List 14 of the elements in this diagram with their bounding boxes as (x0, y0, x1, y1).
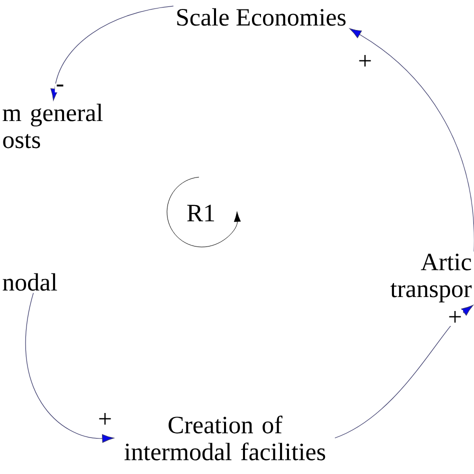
polarity-sign: + (447, 310, 464, 326)
variable-label: Artic transpor (390, 254, 472, 302)
variable-label: nodal (2, 273, 58, 291)
variable-label: Creation of intermodal facilities (124, 416, 326, 460)
polarity-sign: + (96, 412, 114, 428)
loop-label: R1 (187, 204, 214, 222)
variable-label: Scale Economies (177, 8, 346, 26)
arrow (50, 6, 174, 101)
arrow (349, 28, 474, 252)
variable-label: m general osts (2, 104, 103, 148)
polarity-sign: + (357, 54, 374, 70)
polarity-sign: - (54, 84, 66, 92)
arrow (25, 292, 114, 443)
arrow (334, 305, 474, 438)
